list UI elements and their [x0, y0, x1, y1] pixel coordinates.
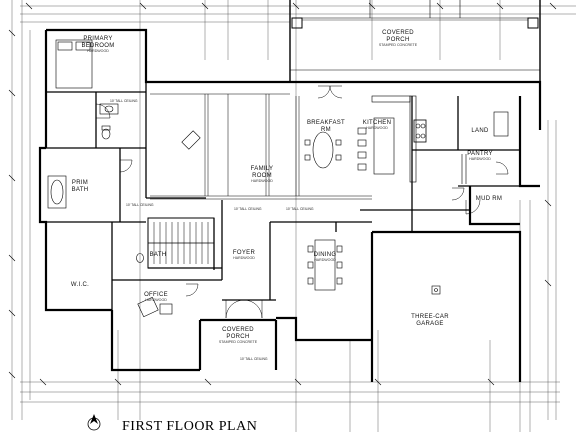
label-kitchen-finish: HARDWOOD [366, 126, 388, 130]
ceiling-note-breakfast: 10' TALL CEILING [286, 207, 314, 211]
ceiling-notes: 10' TALL CEILING 10' TALL CEILING 10' TA… [110, 99, 314, 361]
label-covered-porch-front-1: COVERED [222, 327, 254, 333]
plan-title: FIRST FLOOR PLAN [122, 419, 257, 432]
label-family-room-2: ROOM [252, 173, 272, 179]
door-swings [95, 85, 509, 319]
fixtures [47, 39, 509, 318]
header-lines [150, 93, 372, 200]
label-bath: BATH [150, 252, 167, 258]
north-arrow-pointer-icon [90, 414, 98, 424]
label-office-finish: HARDWOOD [145, 298, 167, 302]
label-pantry-finish: HARDWOOD [469, 157, 491, 161]
label-covered-porch-top-finish: STAMPED CONCRETE [379, 43, 418, 47]
label-foyer: FOYER [233, 250, 256, 256]
label-covered-porch-top-1: COVERED [382, 30, 414, 36]
label-dining-finish: HARDWOOD [314, 258, 336, 262]
ceiling-note-bedroom: 10' TALL CEILING [110, 99, 138, 103]
label-office: OFFICE [144, 292, 168, 298]
label-breakfast-2: RM [321, 127, 331, 133]
staircase [148, 222, 214, 264]
label-prim-bath-1: PRIM [72, 180, 88, 186]
dimension-lines [11, 0, 576, 432]
ceiling-note-family: 10' TALL CEILING [234, 207, 262, 211]
label-wic: W.I.C. [71, 282, 89, 288]
label-foyer-finish: HARDWOOD [233, 256, 255, 260]
label-prim-bath-2: BATH [72, 187, 89, 193]
label-breakfast-1: BREAKFAST [307, 120, 345, 126]
ceiling-note-hall: 10' TALL CEILING [126, 203, 154, 207]
label-family-room-1: FAMILY [251, 166, 274, 172]
label-kitchen: KITCHEN [363, 120, 391, 126]
label-covered-porch-top-2: PORCH [386, 37, 409, 43]
title-block: FIRST FLOOR PLAN [87, 414, 257, 432]
room-labels: PRIMARY BEDROOM HARDWOOD COVERED PORCH S… [71, 30, 502, 344]
label-garage-2: GARAGE [416, 321, 443, 327]
ceiling-note-porch: 10' TALL CEILING [240, 357, 268, 361]
label-family-room-finish: HARDWOOD [251, 179, 273, 183]
top-porch [289, 0, 541, 82]
label-mud-rm: MUD RM [476, 196, 502, 202]
exterior-walls [38, 28, 542, 382]
interior-walls [46, 82, 520, 310]
label-primary-bedroom-2: BEDROOM [81, 43, 114, 49]
label-land: LAND [471, 128, 489, 134]
label-primary-bedroom-1: PRIMARY [83, 36, 112, 42]
label-garage-1: THREE-CAR [411, 314, 449, 320]
dimension-ticks [8, 2, 557, 386]
label-covered-porch-front-finish: STAMPED CONCRETE [219, 340, 258, 344]
label-dining: DINING [314, 252, 337, 258]
label-covered-porch-front-2: PORCH [226, 334, 249, 340]
label-pantry: PANTRY [467, 151, 493, 157]
label-primary-bedroom-finish: HARDWOOD [87, 49, 109, 53]
